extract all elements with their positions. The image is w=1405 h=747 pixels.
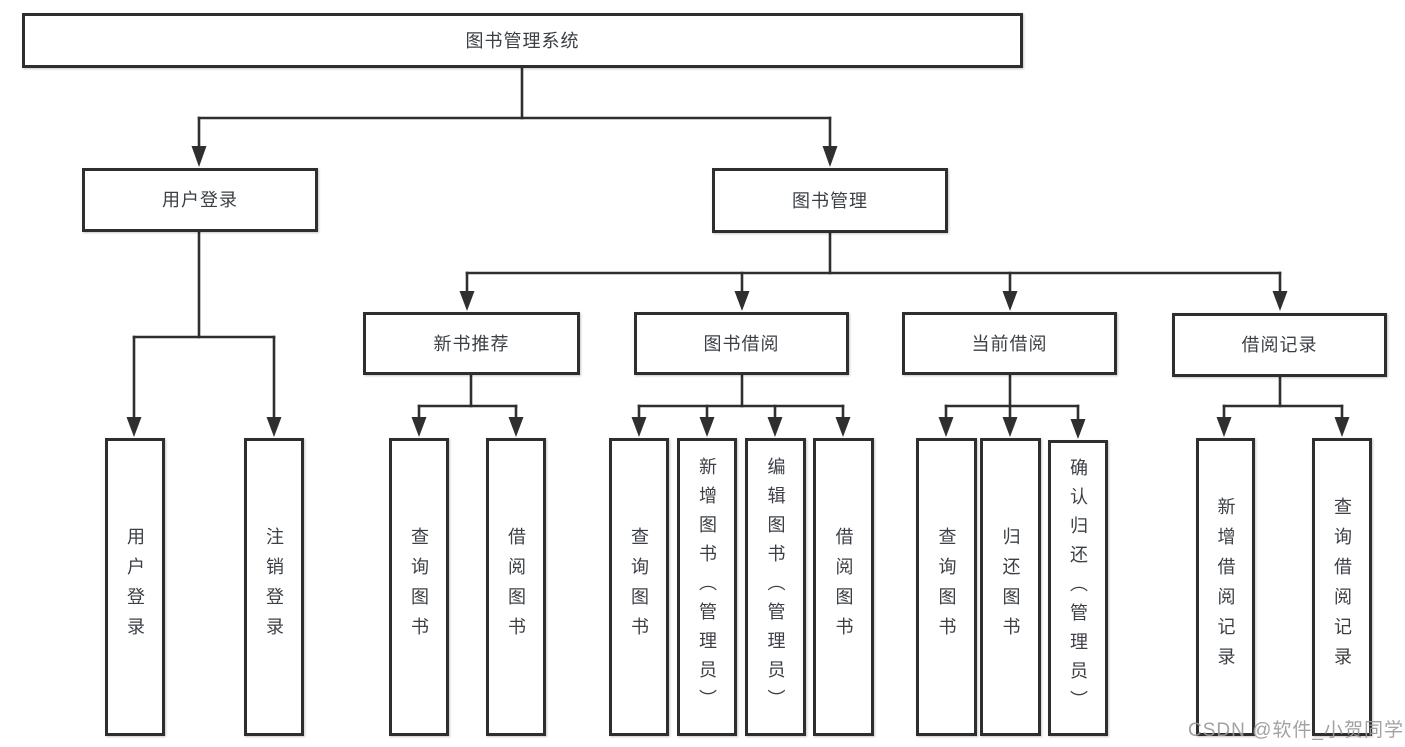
node-root: 图书管理系统 [22, 13, 1023, 68]
node-borrow-records-label: 借阅记录 [1241, 335, 1318, 355]
connector-user-login-to-leaves [126, 229, 282, 437]
node-leaf-cb-return-book-label: 归还图书 [1000, 527, 1021, 647]
node-book-mgmt: 图书管理 [712, 168, 948, 233]
node-leaf-br-add-record: 新增借阅记录 [1196, 438, 1255, 736]
node-new-book-rec-label: 新书推荐 [433, 333, 510, 354]
connector-new-book-rec-to-leaves [411, 372, 524, 437]
node-leaf-bb-borrow-book-label: 借阅图书 [833, 527, 854, 647]
node-leaf-nbr-borrow-book-label: 借阅图书 [506, 527, 526, 647]
node-current-borrow: 当前借阅 [902, 312, 1117, 375]
node-borrow-records: 借阅记录 [1172, 313, 1387, 377]
node-book-borrow: 图书借阅 [634, 312, 849, 375]
node-leaf-user-login-label: 用户登录 [125, 527, 145, 647]
connector-current-borrow-to-leaves [938, 372, 1086, 439]
node-leaf-cb-return-book: 归还图书 [980, 438, 1041, 736]
node-user-login: 用户登录 [82, 168, 318, 232]
node-leaf-br-query-record: 查询借阅记录 [1312, 438, 1372, 736]
node-new-book-rec: 新书推荐 [363, 312, 580, 375]
node-leaf-nbr-query-book-label: 查询图书 [409, 527, 429, 647]
connector-borrow-records-to-leaves [1216, 374, 1350, 437]
node-leaf-cb-confirm-return: 确认归还（管理员） [1048, 440, 1108, 736]
node-leaf-cb-confirm-return-label: 确认归还（管理员） [1068, 457, 1088, 719]
node-leaf-bb-add-book: 新增图书（管理员） [677, 438, 737, 736]
node-leaf-nbr-borrow-book: 借阅图书 [486, 438, 546, 736]
connector-book-mgmt-to-level3 [459, 230, 1288, 311]
node-leaf-logout-label: 注销登录 [264, 527, 284, 647]
node-leaf-cb-query-book-label: 查询图书 [936, 527, 957, 647]
node-user-login-label: 用户登录 [162, 190, 238, 210]
node-leaf-cb-query-book: 查询图书 [916, 438, 977, 736]
node-leaf-bb-edit-book-label: 编辑图书（管理员） [765, 456, 786, 718]
node-leaf-bb-edit-book: 编辑图书（管理员） [745, 438, 806, 736]
node-book-mgmt-label: 图书管理 [792, 190, 868, 211]
connector-root-to-level2 [191, 65, 838, 167]
node-leaf-logout: 注销登录 [244, 438, 304, 736]
node-leaf-bb-add-book-label: 新增图书（管理员） [697, 456, 717, 718]
node-leaf-br-add-record-label: 新增借阅记录 [1215, 497, 1236, 677]
node-leaf-bb-query-book: 查询图书 [609, 438, 669, 736]
node-book-borrow-label: 图书借阅 [703, 333, 780, 354]
node-leaf-nbr-query-book: 查询图书 [389, 438, 449, 736]
node-root-label: 图书管理系统 [465, 30, 580, 51]
node-leaf-br-query-record-label: 查询借阅记录 [1332, 497, 1352, 677]
node-leaf-user-login: 用户登录 [105, 438, 165, 736]
node-leaf-bb-borrow-book: 借阅图书 [813, 438, 874, 736]
node-current-borrow-label: 当前借阅 [971, 333, 1048, 354]
node-leaf-bb-query-book-label: 查询图书 [629, 527, 649, 647]
connector-book-borrow-to-leaves [631, 372, 851, 437]
csdn-watermark: CSDN @软件_小贺同学 [1188, 720, 1404, 741]
